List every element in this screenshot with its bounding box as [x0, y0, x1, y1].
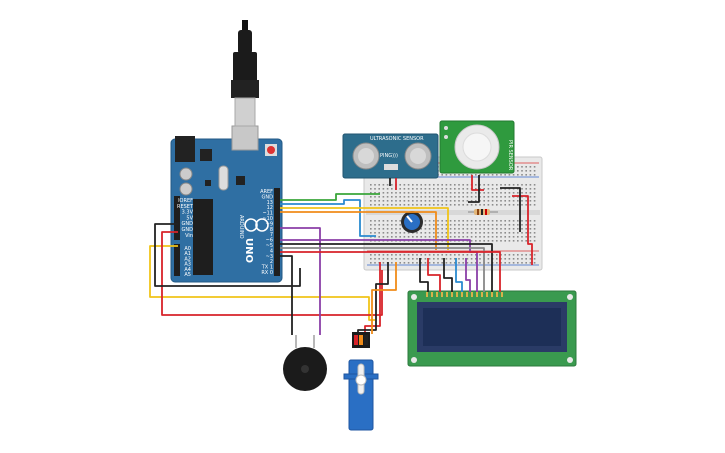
digital-pin-label: 12	[267, 205, 273, 211]
digital-pin-label: 8	[270, 227, 273, 233]
power-pin-label: Vin	[185, 233, 193, 239]
potentiometer-icon[interactable]	[401, 211, 423, 233]
wire-red-left	[161, 231, 383, 316]
power-pin-label: 3.3V	[182, 210, 194, 216]
pir-sensor[interactable]: PIR SENSOR	[439, 120, 515, 174]
analog-pin-label: A2	[184, 256, 191, 262]
wire-lcd-e	[465, 258, 471, 292]
ultrasonic-sensor[interactable]: ULTRASONIC SENSOR PING)))	[342, 133, 439, 179]
power-pin-label: RESET	[177, 204, 194, 210]
digital-pin-label: 4	[270, 248, 273, 254]
resistor-icon	[468, 209, 498, 215]
wire-black-left	[154, 223, 301, 287]
wire-black-pir	[468, 175, 480, 203]
lcd-pins	[426, 292, 503, 297]
digital-pin-label: AREF	[260, 189, 273, 195]
usb-port	[231, 125, 259, 151]
sonar-part: PING)))	[380, 153, 398, 159]
digital-pin-label: ~3	[266, 254, 273, 260]
digital-pin-label: ~5	[266, 243, 273, 249]
arduino-uno-board[interactable]: ARDUINO UNO AREFGND1312~11~10~987~6~54~3…	[170, 125, 283, 283]
usb-cable-icon	[231, 20, 259, 127]
wire-servo-orange	[371, 262, 397, 334]
power-pin-label: GND	[182, 227, 194, 233]
power-pin-label: IOREF	[178, 198, 193, 204]
digital-pin-label: RX 0	[261, 270, 273, 276]
atmega-chip	[193, 199, 213, 275]
wire-lcd-b	[427, 258, 441, 292]
digital-pin-label: TX 1	[261, 265, 273, 271]
digital-pin-label: ~9	[266, 221, 273, 227]
wire-black-mid	[280, 243, 493, 292]
digital-pin-label: ~6	[266, 238, 273, 244]
digital-pin-label: ~11	[262, 211, 273, 217]
wires	[149, 175, 533, 335]
wire-lcd-d	[455, 258, 463, 292]
wire-red-pir	[471, 175, 484, 191]
digital-pin-label: ~10	[262, 216, 273, 222]
reset-button[interactable]	[267, 146, 275, 154]
servo-icon[interactable]	[343, 332, 379, 431]
buzzer-icon[interactable]	[283, 335, 327, 391]
wire-gray	[280, 247, 485, 292]
wire-orange	[280, 211, 437, 250]
wire-lcd-a	[419, 258, 429, 292]
power-jack	[175, 136, 195, 162]
arduino-logo: ARDUINO UNO	[238, 215, 269, 263]
digital-pin-label: GND	[262, 194, 274, 200]
wire-black-right	[500, 187, 521, 232]
lcd-screen	[423, 308, 561, 346]
sonar-title: ULTRASONIC SENSOR	[370, 136, 424, 142]
lcd-display[interactable]	[407, 290, 577, 367]
model-text: UNO	[243, 238, 254, 263]
analog-pin-label: A3	[184, 262, 191, 268]
analog-header	[174, 244, 180, 276]
wire-red-right	[512, 195, 533, 265]
digital-pin-label: 13	[267, 200, 273, 206]
logo-text: ARDUINO	[238, 215, 244, 239]
digital-pin-label: 2	[270, 259, 273, 265]
wire-green-top	[280, 193, 380, 201]
power-header	[174, 196, 180, 240]
analog-pin-label: A5	[184, 272, 191, 278]
power-pin-label: 5V	[186, 215, 193, 221]
digital-pin-label: 7	[270, 232, 273, 238]
wire-red-mid	[280, 251, 501, 292]
analog-pin-label: A1	[184, 251, 191, 257]
breadboard-holes	[370, 166, 536, 264]
breadboard[interactable]	[363, 156, 543, 271]
pir-label: PIR SENSOR	[507, 140, 513, 171]
wire-black-buzzer	[280, 255, 293, 335]
wire-lcd-c	[443, 258, 453, 292]
wire-yellow-top	[280, 207, 449, 250]
power-pin-label: GND	[182, 221, 194, 227]
digital-header	[274, 188, 280, 276]
analog-pin-label: A4	[184, 267, 191, 273]
wire-servo-black	[357, 262, 389, 334]
wire-blue	[280, 199, 376, 237]
analog-pin-label: A0	[184, 246, 191, 252]
